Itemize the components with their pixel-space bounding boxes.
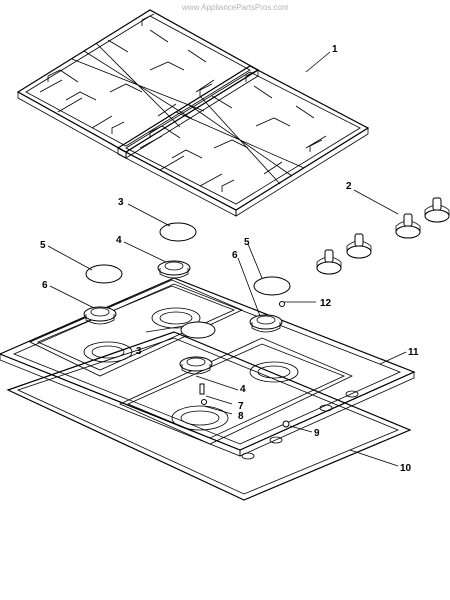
burner-grate-right: [116, 65, 370, 217]
knob-1: [316, 249, 342, 275]
burner-head-rear-right: [249, 314, 283, 333]
igniter-screw: [201, 399, 207, 405]
igniter-electrode: [199, 383, 205, 395]
callout-12: 12: [320, 298, 332, 309]
burner-heads: [83, 260, 283, 375]
screw-12: [279, 301, 285, 307]
cooktop-main-top: [0, 277, 416, 460]
callout-5-right: 5: [244, 237, 250, 248]
small-parts: [199, 301, 290, 428]
callout-2: 2: [346, 181, 352, 192]
callout-8: 8: [238, 411, 244, 422]
burner-cap-center: [180, 321, 216, 339]
callout-11: 11: [408, 347, 419, 358]
callout-4-front: 4: [240, 384, 246, 395]
burner-grate-left: [16, 9, 260, 159]
cooktop-gasket: [6, 331, 412, 501]
burner-cap-right: [253, 276, 291, 296]
burner-cap-rear-left: [159, 222, 197, 242]
burner-head-front-right: [179, 356, 213, 375]
watermark: www.AppliancePartsPros.com: [181, 3, 289, 12]
callout-10: 10: [400, 463, 412, 474]
knob-2: [346, 233, 372, 259]
screw-9: [282, 420, 290, 428]
callout-3-center: 3: [136, 346, 142, 357]
callout-7: 7: [238, 401, 244, 412]
callout-1: 1: [332, 44, 338, 55]
callout-4-rear: 4: [116, 235, 122, 246]
burner-cap-left: [85, 264, 123, 284]
callouts: 1 2 3 3 4 4 5 5 6 6 7 8 9 10 11 12: [40, 44, 419, 474]
burner-caps: [85, 222, 291, 339]
callout-3-rear: 3: [118, 197, 124, 208]
burner-head-rear-left: [157, 260, 191, 279]
callout-5-left: 5: [40, 240, 46, 251]
leader-lines: [47, 51, 407, 467]
burner-head-front-left: [83, 306, 117, 325]
control-knobs: [316, 197, 450, 275]
callout-9: 9: [314, 428, 320, 439]
callout-6-left: 6: [42, 280, 48, 291]
callout-6-right: 6: [232, 250, 238, 261]
knob-4: [424, 197, 450, 223]
knob-3: [395, 213, 421, 239]
